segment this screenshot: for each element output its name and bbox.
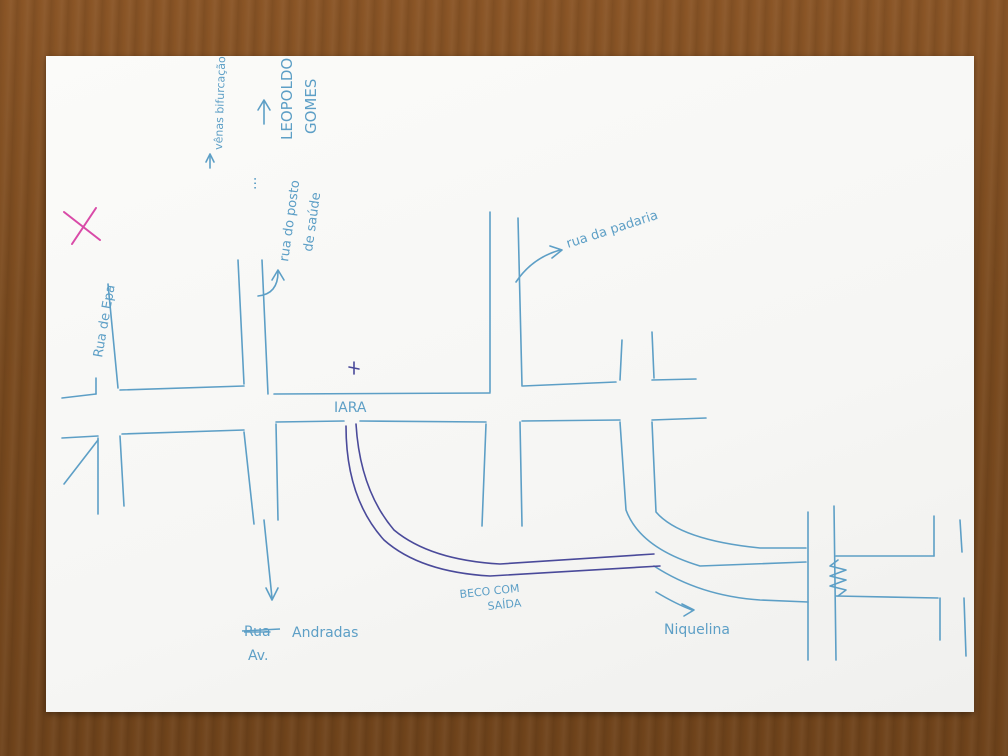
label-rua-struck: Rua (244, 624, 271, 640)
x-mark-icon (63, 207, 101, 245)
road-iara (61, 378, 707, 439)
label-rua-do-posto: rua do posto (277, 179, 303, 262)
label-andradas: Andradas (292, 625, 358, 641)
road-rua-da-padaria (481, 211, 523, 527)
label-leopoldo: LEOPOLDO (278, 58, 296, 140)
label-niquelina: Niquelina (664, 622, 730, 638)
label-beco-com: BECO COM (459, 582, 520, 601)
road-niquelina (619, 421, 967, 661)
arrow-icon-niquelina (655, 591, 695, 617)
label-dots: ... (244, 177, 260, 190)
road-beco-com-saida (345, 423, 661, 577)
label-de-saude: de saúde (301, 191, 324, 252)
cross-marker-icon (348, 361, 360, 375)
road-side-street (619, 331, 655, 381)
label-saida: SAÍDA (487, 596, 522, 613)
label-venas-bifurcacao: vênas bifurcação (212, 56, 228, 150)
arrow-icon-posto (257, 269, 285, 297)
label-rua-da-padaria: rua da padaria (565, 208, 660, 252)
road-rua-do-posto (237, 259, 279, 525)
arrow-icon-venas (205, 153, 215, 169)
arrow-icon-padaria (515, 245, 563, 283)
arrow-icon-andradas (263, 519, 279, 601)
label-gomes: GOMES (302, 79, 320, 134)
road-rua-de-epa (63, 283, 125, 515)
paper-sheet (46, 56, 974, 712)
label-iara: IARA (334, 400, 367, 416)
arrow-icon-leopoldo (257, 99, 271, 125)
label-av: Av. (248, 648, 268, 664)
bump-zigzag (829, 559, 847, 597)
